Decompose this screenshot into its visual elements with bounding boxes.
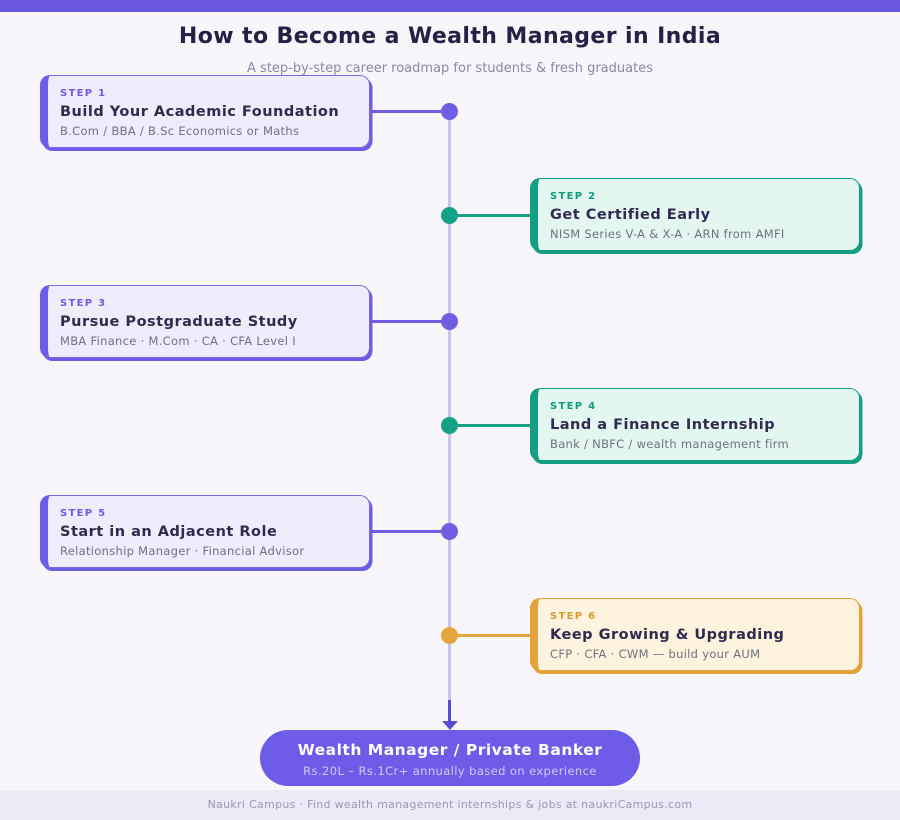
timeline-dot-5 bbox=[441, 523, 458, 540]
step-detail: NISM Series V-A & X-A · ARN from AMFI bbox=[550, 227, 785, 241]
step-label: STEP 2 bbox=[550, 191, 597, 202]
top-accent-bar bbox=[0, 0, 900, 12]
footer-text: Naukri Campus · Find wealth management i… bbox=[207, 798, 693, 811]
connector-step-6 bbox=[450, 634, 534, 637]
step-detail: CFP · CFA · CWM — build your AUM bbox=[550, 647, 761, 661]
step-detail: Bank / NBFC / wealth management firm bbox=[550, 437, 790, 451]
step-card-2: STEP 2 Get Certified Early NISM Series V… bbox=[530, 178, 860, 251]
destination-title: Wealth Manager / Private Banker bbox=[297, 741, 603, 759]
connector-step-4 bbox=[450, 424, 534, 427]
page-title: How to Become a Wealth Manager in India bbox=[178, 24, 722, 49]
step-label: STEP 5 bbox=[60, 508, 107, 519]
step-detail: Relationship Manager · Financial Advisor bbox=[60, 544, 305, 558]
timeline-line bbox=[448, 111, 451, 705]
timeline-arrowhead-icon bbox=[442, 721, 458, 730]
timeline-arrow-tail bbox=[448, 700, 451, 722]
step-label: STEP 4 bbox=[550, 401, 597, 412]
timeline-dot-6 bbox=[441, 627, 458, 644]
step-title: Start in an Adjacent Role bbox=[60, 524, 278, 540]
step-detail: B.Com / BBA / B.Sc Economics or Maths bbox=[60, 124, 300, 138]
step-title: Pursue Postgraduate Study bbox=[60, 314, 298, 330]
step-title: Build Your Academic Foundation bbox=[60, 104, 340, 120]
connector-step-5 bbox=[366, 530, 450, 533]
step-label: STEP 1 bbox=[60, 88, 107, 99]
connector-step-1 bbox=[366, 110, 450, 113]
timeline-dot-1 bbox=[441, 103, 458, 120]
step-label: STEP 6 bbox=[550, 611, 597, 622]
step-card-6: STEP 6 Keep Growing & Upgrading CFP · CF… bbox=[530, 598, 860, 671]
connector-step-3 bbox=[366, 320, 450, 323]
step-title: Land a Finance Internship bbox=[550, 417, 776, 433]
timeline-dot-4 bbox=[441, 417, 458, 434]
step-label: STEP 3 bbox=[60, 298, 107, 309]
timeline-dot-3 bbox=[441, 313, 458, 330]
step-card-4: STEP 4 Land a Finance Internship Bank / … bbox=[530, 388, 860, 461]
footer-band bbox=[0, 790, 900, 820]
timeline-dot-2 bbox=[441, 207, 458, 224]
step-title: Keep Growing & Upgrading bbox=[550, 627, 785, 643]
step-card-1: STEP 1 Build Your Academic Foundation B.… bbox=[40, 75, 370, 148]
page-subtitle: A step-by-step career roadmap for studen… bbox=[247, 61, 653, 76]
step-title: Get Certified Early bbox=[550, 207, 711, 223]
destination-subtitle: Rs.20L – Rs.1Cr+ annually based on exper… bbox=[303, 764, 597, 778]
step-detail: MBA Finance · M.Com · CA · CFA Level I bbox=[60, 334, 296, 348]
destination-banner: Wealth Manager / Private Banker Rs.20L –… bbox=[260, 730, 640, 786]
connector-step-2 bbox=[450, 214, 534, 217]
step-card-3: STEP 3 Pursue Postgraduate Study MBA Fin… bbox=[40, 285, 370, 358]
step-card-5: STEP 5 Start in an Adjacent Role Relatio… bbox=[40, 495, 370, 568]
